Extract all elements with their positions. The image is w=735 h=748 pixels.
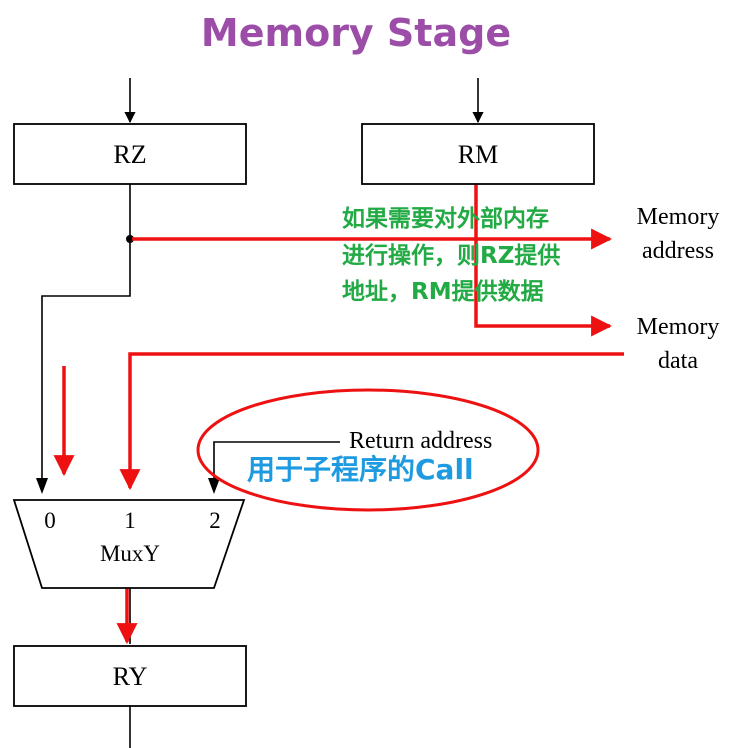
mux-name-label: MuxY — [100, 541, 160, 566]
rz-junction-dot — [126, 235, 134, 243]
register-rz-label: RZ — [113, 140, 146, 169]
register-ry-label: RY — [113, 662, 148, 691]
register-ry: RY — [13, 645, 247, 707]
memory-address-label-line1: Memory — [637, 204, 720, 230]
mux-input-2-label: 2 — [209, 508, 221, 533]
mux-y: 0 1 2 MuxY — [12, 499, 246, 589]
mux-input-0-label: 0 — [44, 508, 56, 533]
return-address-label: Return address — [349, 428, 492, 454]
green-note-line3: 地址，RM提供数据 — [342, 278, 544, 305]
register-rm-label: RM — [458, 140, 498, 169]
memory-data-label-line2: data — [658, 348, 698, 374]
red-rm-to-memory-data — [474, 182, 613, 337]
memory-data-label-line1: Memory — [637, 314, 720, 340]
return-address-wire — [213, 441, 340, 488]
return-address-highlight-ellipse — [196, 388, 540, 512]
register-rz: RZ — [13, 123, 247, 185]
register-rm: RM — [361, 123, 595, 185]
memory-address-label-line2: address — [642, 238, 714, 264]
blue-annotation-call: 用于子程序的Call — [247, 453, 474, 486]
page-title: Memory Stage — [201, 11, 511, 55]
rz-to-mux-wire — [41, 184, 131, 488]
green-annotation: 如果需要对外部内存 进行操作，则RZ提供 地址，RM提供数据 — [342, 205, 560, 305]
mux-input2-arrowhead — [208, 478, 220, 494]
mux-input0-arrowhead — [36, 478, 48, 494]
red-memory-data-to-mux — [119, 352, 624, 491]
green-note-line1: 如果需要对外部内存 — [342, 205, 549, 232]
mux-input-1-label: 1 — [124, 508, 136, 533]
green-note-line2: 进行操作，则RZ提供 — [342, 242, 560, 269]
